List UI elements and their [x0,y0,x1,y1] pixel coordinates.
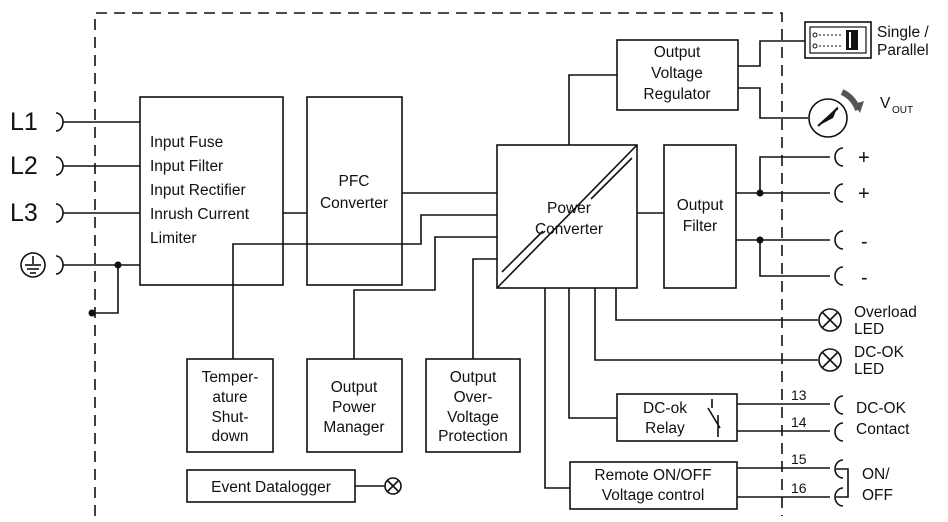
dc-ok-contact-label-1: DC-OK [856,400,907,417]
svg-text:Power: Power [547,200,591,217]
plus-label-1: + [858,147,870,169]
svg-text:Protection: Protection [438,428,508,445]
input-stage-block: Input Fuse Input Filter Input Rectifier … [139,96,284,286]
vout-potentiometer-icon [808,89,864,138]
power-converter-block: Power Converter [496,144,638,289]
l2-terminal [55,156,64,176]
svg-text:V: V [880,95,891,112]
svg-text:Event Datalogger: Event Datalogger [211,479,331,496]
pin-16: 16 [791,480,807,496]
svg-text:Output: Output [654,44,701,61]
svg-text:Output: Output [677,197,724,214]
svg-text:Over-: Over- [454,389,493,406]
svg-text:Input Rectifier: Input Rectifier [150,182,246,199]
dc-ok-led-label-2: LED [854,361,884,378]
temperature-shutdown-block: Temper- ature Shut- down [186,358,274,453]
svg-text:Voltage: Voltage [447,409,499,426]
svg-text:Inrush Current: Inrush Current [150,206,250,223]
svg-text:Input Fuse: Input Fuse [150,134,223,151]
svg-text:ature: ature [212,389,247,406]
svg-text:Converter: Converter [535,221,603,238]
svg-text:Remote ON/OFF: Remote ON/OFF [594,467,711,484]
dc-ok-led-label-1: DC-OK [854,344,905,361]
svg-text:OUT: OUT [892,105,913,116]
event-datalogger-block: Event Datalogger [186,469,402,503]
plus-label-2: + [858,183,870,205]
minus-label-1: - [861,231,868,253]
pfc-converter-block: PFC Converter [306,96,403,286]
svg-text:Input Filter: Input Filter [150,158,223,175]
on-off-label-1: ON/ [862,466,890,483]
l1-terminal [55,112,64,132]
svg-text:Shut-: Shut- [211,409,248,426]
single-parallel-label-2: Parallel [877,42,929,59]
dc-ok-contact-terminals: 13 14 DC-OK Contact [791,387,910,442]
svg-text:Manager: Manager [323,419,384,436]
single-parallel-label-1: Single / [877,24,929,41]
on-off-label-2: OFF [862,487,893,504]
output-filter-block: Output Filter [663,144,737,289]
datalogger-led-icon [384,477,402,495]
l3-terminal [55,203,64,223]
input-terminals: L1 L2 L3 [10,108,140,317]
svg-text:down: down [211,428,248,445]
internal-wiring [232,40,830,498]
remote-on-off-block: Remote ON/OFF Voltage control [569,461,738,510]
dc-ok-contact-label-2: Contact [856,421,910,438]
svg-text:Output: Output [331,379,378,396]
vout-label: V OUT [880,95,913,116]
enclosure-boundary [94,12,783,516]
single-parallel-switch-icon [804,21,872,59]
svg-text:Temper-: Temper- [202,369,259,386]
svg-text:Converter: Converter [320,195,388,212]
svg-text:Limiter: Limiter [150,230,197,247]
svg-text:Voltage: Voltage [651,65,703,82]
l3-label: L3 [10,199,38,227]
minus-label-2: - [861,267,868,289]
svg-text:Voltage control: Voltage control [602,487,705,504]
output-voltage-regulator-block: Output Voltage Regulator [616,39,739,111]
overload-led-label-2: LED [854,321,884,338]
pe-terminal [55,255,64,275]
overload-led-label-1: Overload [854,304,917,321]
svg-text:PFC: PFC [339,173,370,190]
svg-text:Filter: Filter [683,218,717,235]
l1-label: L1 [10,108,38,136]
dc-output-terminals: + + - - [834,147,870,289]
dc-ok-led-icon [818,348,842,372]
svg-text:Output: Output [450,369,497,386]
overload-led-icon [818,308,842,332]
svg-text:Regulator: Regulator [643,86,710,103]
l2-label: L2 [10,152,38,180]
svg-text:DC-ok: DC-ok [643,400,687,417]
pin-14: 14 [791,414,807,430]
dc-ok-relay-block: DC-ok Relay [616,393,738,442]
output-power-manager-block: Output Power Manager [306,358,403,453]
svg-text:Power: Power [332,399,376,416]
svg-text:Relay: Relay [645,420,685,437]
pin-13: 13 [791,387,807,403]
pin-15: 15 [791,451,807,467]
on-off-terminals: 15 16 ON/ OFF [791,451,893,507]
ground-icon [20,252,46,278]
output-overvoltage-protection-block: Output Over- Voltage Protection [425,358,521,453]
